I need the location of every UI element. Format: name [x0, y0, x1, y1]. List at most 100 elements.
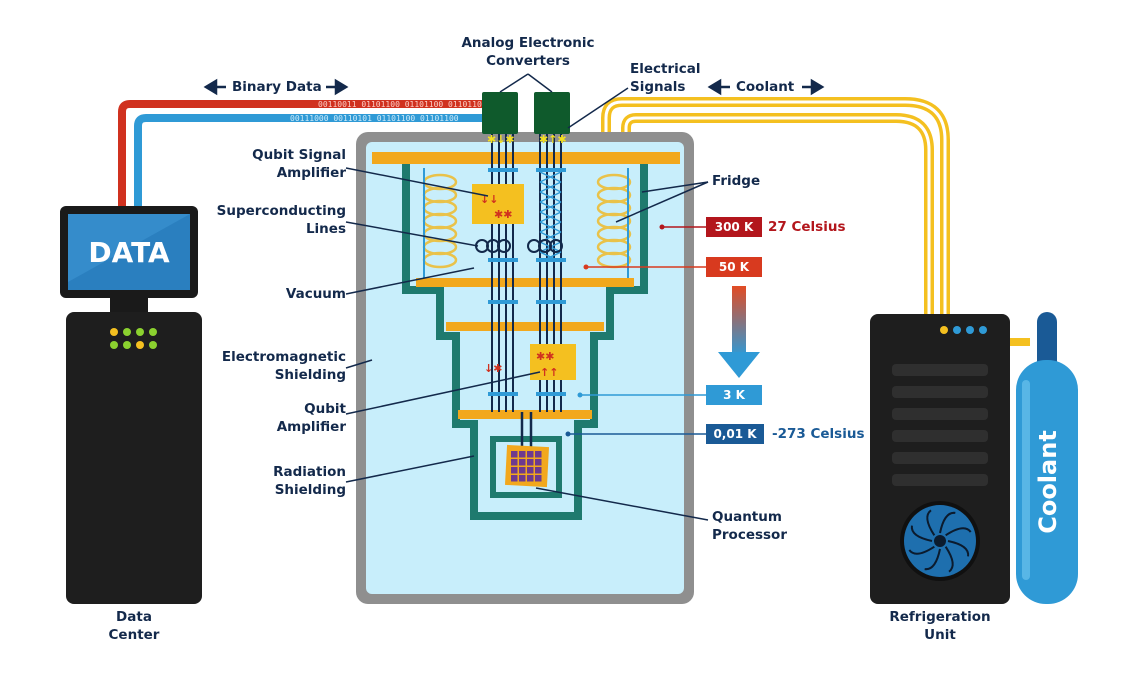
electrical-signals-label: Electrical Signals — [630, 60, 701, 96]
qubit-cell — [527, 467, 534, 474]
analog-converters: ✱↓✱ ✱↑✱ — [482, 92, 570, 146]
fan-icon — [900, 501, 980, 581]
qp-line1: Quantum — [712, 509, 782, 525]
qubit-cell — [519, 467, 526, 474]
coolant-cylinder-text: Coolant — [1034, 430, 1062, 534]
svg-text:↓↓: ↓↓ — [480, 193, 498, 206]
dc-line1: Data — [116, 609, 152, 625]
data-server — [66, 312, 202, 604]
ems-line1: Electromagnetic — [221, 349, 346, 365]
binary-data-arrows — [203, 78, 349, 96]
qp-line2: Processor — [712, 527, 787, 543]
rs-line1: Radiation — [273, 464, 346, 480]
qubit-cell — [519, 451, 526, 458]
fan-blade — [908, 545, 935, 555]
radiation-shielding-label: Radiation Shielding — [200, 463, 346, 499]
data-cables: 00110011 01101100 01101100 01101100 0011… — [118, 100, 492, 208]
data-center — [60, 206, 202, 604]
binary-blue-text: 00111000 00110101 01101100 01101100 — [290, 114, 459, 123]
cooling-arrow-icon — [718, 286, 760, 378]
scl-line1: Superconducting — [216, 203, 346, 219]
fridge-label: Fridge — [712, 173, 761, 189]
ru-line2: Unit — [924, 627, 956, 643]
qubit-amplifier-small: ↓✱ — [484, 362, 502, 375]
analog-converters-line1: Analog Electronic — [461, 35, 595, 51]
ru-line1: Refrigeration — [889, 609, 991, 625]
svg-text:↓✱: ↓✱ — [484, 362, 502, 375]
top-plate — [372, 152, 680, 164]
fan-blade — [947, 540, 970, 557]
analog-converters-label: Analog Electronic Converters — [448, 34, 608, 70]
binary-data-label: Binary Data — [232, 79, 322, 95]
coolant-cylinder — [1016, 312, 1078, 604]
temperature-leaders — [565, 224, 706, 437]
svg-text:✱✱: ✱✱ — [494, 208, 512, 221]
quantum-processor-label: Quantum Processor — [712, 508, 787, 544]
heat-exchanger-coils — [422, 168, 632, 278]
rs-line2: Shielding — [274, 482, 346, 498]
fan-blade — [939, 511, 956, 534]
qubit-amplifier: ✱✱ ↑↑ — [530, 344, 576, 380]
svg-text:✱↑✱: ✱↑✱ — [539, 133, 567, 146]
temp-note-300k: 27 Celsius — [768, 219, 846, 235]
fan-blade — [926, 509, 936, 536]
qubit-signal-amplifier: ↓↓ ✱✱ — [472, 184, 524, 224]
coolant-pipes — [601, 97, 1030, 346]
qubit-cell — [527, 451, 534, 458]
coolant-flow-label: Coolant — [736, 79, 795, 95]
temp-note-001k: -273 Celsius — [772, 426, 865, 442]
electrical-signals-line2: Signals — [630, 79, 686, 95]
qsa-line1: Qubit Signal — [252, 147, 346, 163]
temp-tag-50k: 50 K — [706, 257, 762, 277]
monitor-text: DATA — [88, 236, 170, 269]
vacuum-label: Vacuum — [285, 286, 346, 302]
qubit-signal-amplifier-label: Qubit Signal Amplifier — [200, 146, 346, 182]
qubit-cell — [527, 475, 534, 482]
data-center-label: Data Center — [84, 608, 184, 644]
cryostat-housing — [356, 132, 694, 604]
fan-blade — [910, 525, 933, 542]
scl-line2: Lines — [305, 221, 346, 237]
qsa-line2: Amplifier — [276, 165, 346, 181]
qubit-cell — [535, 467, 542, 474]
coolant-arrows — [707, 78, 825, 96]
label-leaders — [345, 73, 709, 521]
electromagnetic-shielding-label: Electromagnetic Shielding — [190, 348, 346, 384]
ems-line2: Shielding — [274, 367, 346, 383]
refrigeration-unit — [870, 314, 1010, 604]
qubit-cell — [511, 467, 518, 474]
binary-red-text: 00110011 01101100 01101100 01101100 — [318, 100, 487, 109]
qubit-cell — [511, 459, 518, 466]
analog-converters-line2: Converters — [486, 53, 570, 69]
qubit-cell — [519, 459, 526, 466]
fan-blade — [924, 548, 941, 571]
qubit-cell — [527, 459, 534, 466]
temp-tag-300k: 300 K — [706, 217, 762, 237]
qubit-cell — [535, 475, 542, 482]
qubit-cell — [519, 475, 526, 482]
quantum-processor-chip — [504, 444, 550, 488]
qa-line2: Amplifier — [276, 419, 346, 435]
svg-text:✱↓✱: ✱↓✱ — [487, 133, 515, 146]
dc-line2: Center — [108, 627, 160, 643]
electrical-signals-line1: Electrical — [630, 61, 701, 77]
qubit-cell — [511, 475, 518, 482]
svg-text:↑↑: ↑↑ — [540, 366, 558, 379]
temp-tag-001k: 0,01 K — [706, 424, 764, 444]
fan-blade — [944, 546, 954, 573]
line-ties — [488, 168, 566, 396]
fan-blade — [945, 527, 972, 537]
refrigeration-unit-label: Refrigeration Unit — [870, 608, 1010, 644]
qubit-cell — [535, 459, 542, 466]
qubit-amplifier-label: Qubit Amplifier — [200, 400, 346, 436]
qa-line1: Qubit — [304, 401, 346, 417]
vent-slats — [892, 364, 988, 486]
qubit-cell — [511, 451, 518, 458]
temp-tag-3k: 3 K — [706, 385, 762, 405]
server-status-lights — [110, 328, 157, 349]
qubit-cell — [535, 451, 542, 458]
svg-text:✱✱: ✱✱ — [536, 350, 554, 363]
superconducting-lines-label: Superconducting Lines — [200, 202, 346, 238]
